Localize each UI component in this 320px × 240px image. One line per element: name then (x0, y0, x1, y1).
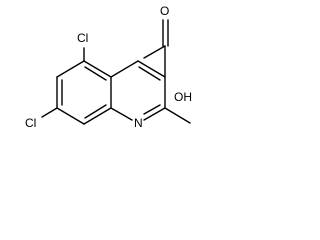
bond-c2-n-inner (143, 104, 161, 115)
bond-c8-c8a (83, 107, 112, 125)
bond-c4a-c4 (110, 60, 139, 78)
bond-c4a-c5-inner (84, 66, 107, 81)
atom-carbonyl-oxygen: O (160, 4, 169, 18)
bond-carboxyl-oh (143, 45, 166, 59)
structure-svg: Cl Cl N OH O (25, 4, 192, 130)
bond-c7-cl (41, 107, 58, 118)
bond-c2-n (143, 107, 166, 121)
bond-c4-c3 (137, 60, 166, 78)
bond-c5-c6 (56, 60, 85, 78)
bond-c7-c8 (56, 107, 85, 125)
bond-n-c8a (110, 107, 133, 121)
molecule-diagram: Cl Cl N OH O (25, 4, 192, 131)
atom-chlorine-top: Cl (77, 31, 88, 45)
atom-nitrogen: N (134, 116, 143, 130)
bond-c2-methyl (164, 107, 191, 124)
bond-c8-c8a-inner (84, 104, 107, 119)
bond-c4a-c5 (83, 60, 112, 78)
atom-chlorine-left: Cl (25, 116, 36, 130)
bond-c4-c3-inner (138, 66, 161, 81)
atom-hydroxyl: OH (174, 90, 192, 104)
